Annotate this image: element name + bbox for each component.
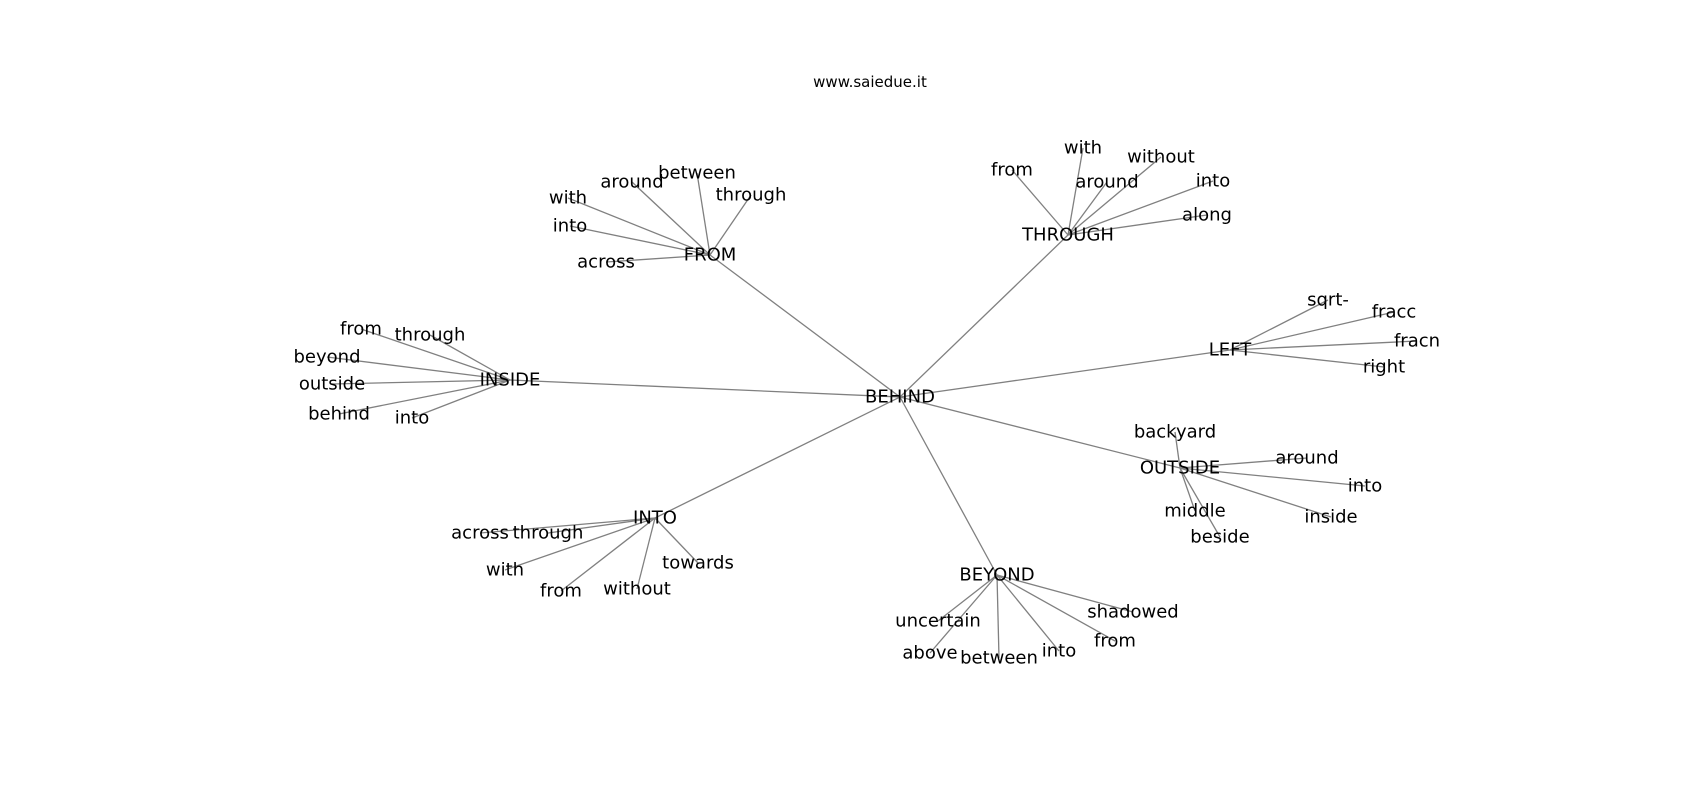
edge-outside-backyard bbox=[1174, 431, 1181, 469]
edge-into-with bbox=[504, 517, 656, 571]
edge-through-into bbox=[1067, 180, 1214, 236]
edge-from-with bbox=[567, 197, 711, 256]
node-leaf-through-into: into bbox=[1196, 171, 1230, 192]
node-hub-through: THROUGH bbox=[1021, 225, 1114, 246]
edge-beyond-uncertain bbox=[937, 574, 998, 622]
node-leaf-beyond-above: above bbox=[902, 643, 957, 664]
edge-through-around bbox=[1067, 181, 1108, 236]
node-leaf-from-around: around bbox=[600, 172, 663, 193]
edge-outside-middle bbox=[1179, 467, 1196, 512]
edge-behind-inside bbox=[509, 379, 901, 398]
label-layer: BEHINDFROMbetweenaroundthroughwithintoac… bbox=[294, 138, 1441, 669]
edge-from-between bbox=[696, 172, 711, 256]
edge-outside-inside bbox=[1179, 467, 1332, 518]
edge-beyond-between bbox=[996, 574, 1000, 659]
edge-beyond-shadowed bbox=[996, 574, 1134, 613]
edge-into-towards bbox=[654, 517, 699, 564]
node-leaf-from-with: with bbox=[549, 188, 587, 209]
edge-into-through bbox=[547, 517, 656, 534]
edge-from-into bbox=[569, 225, 711, 256]
edge-through-without bbox=[1067, 156, 1162, 236]
node-leaf-beyond-shadowed: shadowed bbox=[1087, 602, 1178, 623]
node-leaf-outside-inside: inside bbox=[1304, 507, 1357, 528]
edge-behind-left bbox=[899, 349, 1231, 398]
edge-from-through bbox=[709, 194, 752, 256]
node-hub-left: LEFT bbox=[1209, 340, 1252, 361]
edge-through-from bbox=[1011, 169, 1069, 236]
node-leaf-outside-into: into bbox=[1348, 476, 1382, 497]
node-leaf-left-sqrt: sqrt- bbox=[1307, 290, 1349, 311]
edge-behind-into bbox=[654, 396, 901, 519]
node-leaf-inside-beyond: beyond bbox=[294, 347, 361, 368]
node-leaf-inside-through: through bbox=[395, 325, 466, 346]
node-leaf-into-through: through bbox=[513, 523, 584, 544]
edge-beyond-from bbox=[996, 574, 1116, 642]
node-leaf-left-fracn: fracn bbox=[1394, 331, 1440, 352]
node-leaf-through-along: along bbox=[1182, 205, 1232, 226]
edge-inside-beyond bbox=[326, 356, 511, 381]
edge-inside-into bbox=[411, 379, 511, 419]
node-leaf-inside-from: from bbox=[340, 319, 382, 340]
node-hub-inside: INSIDE bbox=[480, 370, 541, 391]
node-leaf-beyond-into: into bbox=[1042, 641, 1076, 662]
node-leaf-outside-middle: middle bbox=[1164, 501, 1225, 522]
edge-left-fracc bbox=[1229, 311, 1395, 351]
node-leaf-from-between: between bbox=[658, 163, 736, 184]
edge-through-along bbox=[1067, 214, 1208, 236]
edge-inside-outside bbox=[331, 379, 511, 385]
edge-through-with bbox=[1067, 147, 1084, 236]
edge-outside-beside bbox=[1179, 467, 1221, 538]
node-leaf-beyond-from: from bbox=[1094, 631, 1136, 652]
edge-inside-from bbox=[360, 328, 511, 381]
node-hub-beyond: BEYOND bbox=[959, 565, 1034, 586]
node-leaf-outside-around: around bbox=[1275, 448, 1338, 469]
edge-behind-from bbox=[709, 254, 901, 398]
node-leaf-through-with: with bbox=[1064, 138, 1102, 159]
edge-from-around bbox=[631, 181, 711, 256]
node-leaf-into-with: with bbox=[486, 560, 524, 581]
edge-into-across bbox=[479, 517, 656, 534]
node-leaf-into-across: across bbox=[451, 523, 509, 544]
node-leaf-into-from: from bbox=[540, 581, 582, 602]
edge-beyond-above bbox=[929, 574, 998, 654]
edge-inside-through bbox=[429, 334, 511, 381]
node-leaf-through-without: without bbox=[1127, 147, 1195, 168]
edge-into-without bbox=[636, 517, 656, 590]
edge-behind-beyond bbox=[899, 396, 998, 576]
edge-left-fracn bbox=[1229, 340, 1418, 351]
edge-outside-around bbox=[1179, 457, 1308, 469]
node-leaf-through-around: around bbox=[1075, 172, 1138, 193]
node-leaf-beyond-between: between bbox=[960, 648, 1038, 669]
node-leaf-inside-into: into bbox=[395, 408, 429, 429]
node-hub-into: INTO bbox=[633, 508, 677, 529]
node-leaf-beyond-uncertain: uncertain bbox=[895, 611, 981, 632]
node-hub-outside: OUTSIDE bbox=[1140, 458, 1220, 479]
edge-behind-outside bbox=[899, 396, 1181, 469]
edge-layer bbox=[326, 147, 1418, 659]
edge-beyond-into bbox=[996, 574, 1060, 652]
edge-behind-through bbox=[899, 234, 1069, 398]
node-leaf-inside-outside: outside bbox=[299, 374, 365, 395]
node-leaf-outside-backyard: backyard bbox=[1134, 422, 1216, 443]
node-leaf-into-without: without bbox=[603, 579, 671, 600]
edge-inside-behind bbox=[338, 379, 511, 415]
node-leaf-outside-beside: beside bbox=[1190, 527, 1249, 548]
edge-into-from bbox=[560, 517, 656, 592]
node-leaf-from-through: through bbox=[716, 185, 787, 206]
edge-left-sqrt bbox=[1229, 299, 1329, 351]
node-leaf-from-into: into bbox=[553, 216, 587, 237]
node-hub-from: FROM bbox=[684, 245, 737, 266]
edge-from-across bbox=[605, 254, 711, 263]
node-leaf-inside-behind: behind bbox=[308, 404, 370, 425]
node-leaf-from-across: across bbox=[577, 252, 635, 273]
node-root-behind: BEHIND bbox=[865, 387, 935, 408]
node-leaf-through-from: from bbox=[991, 160, 1033, 181]
diagram-title: www.saiedue.it bbox=[813, 73, 927, 91]
edge-outside-into bbox=[1179, 467, 1366, 487]
node-leaf-left-fracc: fracc bbox=[1372, 302, 1417, 323]
node-leaf-left-right: right bbox=[1363, 357, 1405, 378]
node-leaf-into-towards: towards bbox=[662, 553, 734, 574]
edge-left-right bbox=[1229, 349, 1385, 368]
